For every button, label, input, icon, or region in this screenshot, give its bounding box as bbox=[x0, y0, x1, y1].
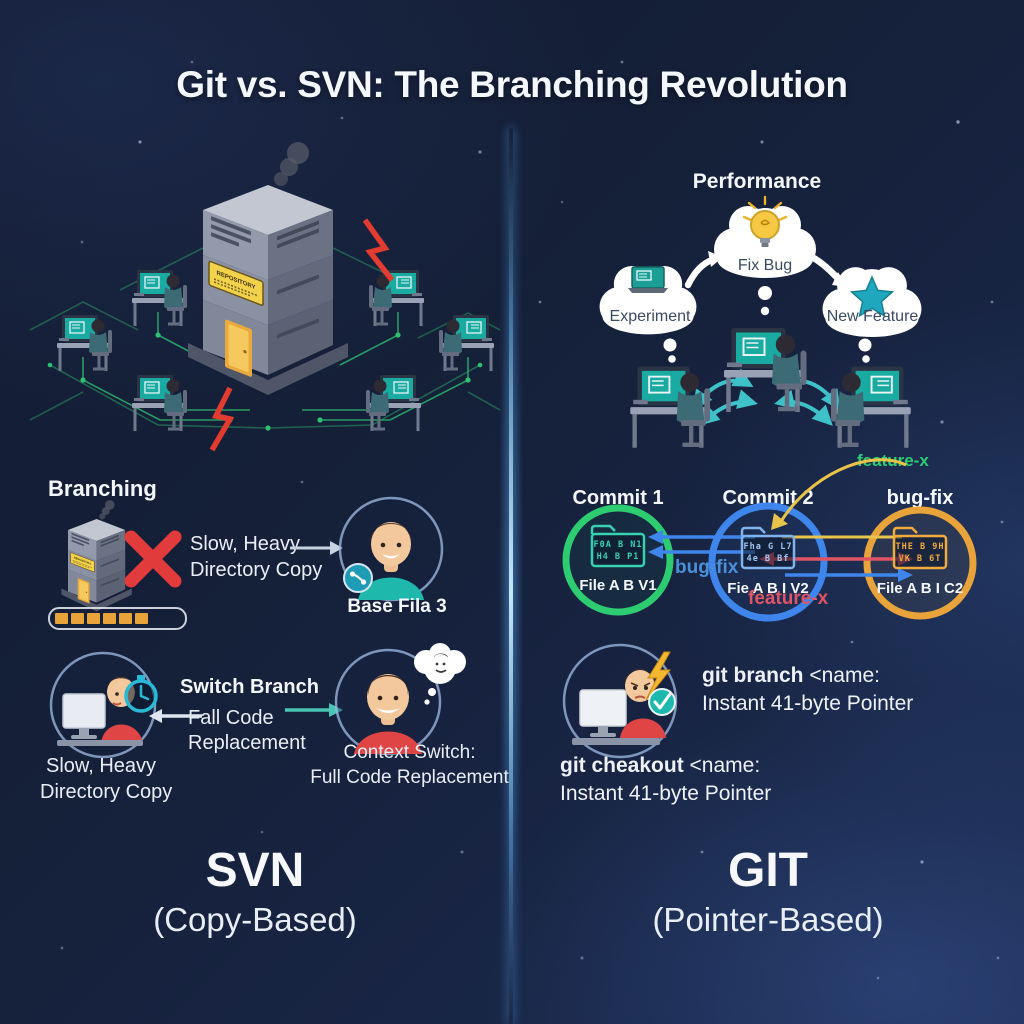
feature-x-bottom-label: feature-x bbox=[748, 588, 829, 609]
folder-icon-commit2: Fha G L7 4e B Bf bbox=[740, 526, 796, 570]
commit2-file-label: Fie A B I V2 bbox=[727, 580, 809, 597]
cloud-trail-dots bbox=[663, 286, 872, 363]
svg-text:Fha G L7: Fha G L7 bbox=[744, 542, 793, 552]
commit1-file-label: File A B V1 bbox=[579, 577, 657, 594]
commit2-title: Commit 2 bbox=[722, 487, 814, 509]
bugfix-title: bug-fix bbox=[886, 487, 954, 509]
git-branch-command: git branch <name: bbox=[702, 664, 880, 688]
bugfix-file-label: File A B I C2 bbox=[876, 580, 964, 597]
arrow-right-icon bbox=[290, 541, 343, 555]
branching-note-line2: Directory Copy bbox=[190, 559, 323, 581]
page-title: Git vs. SVN: The Branching Revolution bbox=[176, 64, 848, 105]
git-branch-cmd-bold: git branch bbox=[702, 664, 804, 687]
folder-icon-commit1: F0A B N1 H4 B P1 bbox=[590, 524, 646, 568]
svg-text:4e B Bf: 4e B Bf bbox=[747, 554, 790, 564]
branching-heading: Branching bbox=[48, 476, 157, 501]
developer-avatar bbox=[338, 496, 444, 602]
avatar-label: Base Fila 3 bbox=[347, 596, 447, 617]
svn-switch-avatar bbox=[49, 651, 158, 759]
laptop-icon bbox=[628, 266, 668, 293]
thought-cloud-icon bbox=[414, 643, 466, 705]
switch-left-line2: Directory Copy bbox=[40, 781, 173, 803]
git-checkout-cmd-bold: git cheakout bbox=[560, 754, 684, 777]
star-icon bbox=[849, 275, 895, 318]
bugfix-mid-label: bug-fix bbox=[675, 557, 739, 578]
git-footer-name: GIT bbox=[728, 844, 808, 897]
svg-text:VK B 6T: VK B 6T bbox=[899, 554, 942, 564]
svn-footer-name: SVN bbox=[205, 844, 305, 897]
switch-left-line1: Slow, Heavy bbox=[46, 755, 157, 777]
git-checkout-command: git cheakout <name: bbox=[560, 754, 760, 778]
switch-heading: Switch Branch bbox=[180, 676, 319, 698]
check-icon bbox=[648, 688, 676, 716]
branch-badge-icon bbox=[343, 563, 373, 593]
lightbulb-icon bbox=[742, 195, 788, 247]
svg-text:THE B 9H: THE B 9H bbox=[896, 542, 945, 552]
svn-footer-sub: (Copy-Based) bbox=[153, 901, 357, 938]
center-divider bbox=[509, 128, 513, 1024]
svn-network-illustration: REPOSITORY bbox=[29, 141, 501, 452]
progress-bar bbox=[48, 607, 187, 630]
git-switch-avatar bbox=[334, 643, 466, 756]
folder-icon-bugfix: THE B 9H VK B 6T bbox=[892, 526, 948, 570]
cloud-label-fixbug: Fix Bug bbox=[737, 257, 793, 274]
commit-graph-illustration: F0A B N1 H4 B P1 Fha G L7 4e B Bf THE B … bbox=[562, 458, 977, 622]
git-performance-illustration bbox=[599, 195, 922, 465]
git-branch-arg: <name: bbox=[803, 664, 880, 687]
performance-heading: Performance bbox=[692, 170, 822, 193]
git-checkout-arg: <name: bbox=[683, 754, 761, 777]
cloud-arrows bbox=[684, 251, 847, 289]
arrow-left-icon bbox=[149, 709, 202, 723]
stopwatch-icon bbox=[124, 675, 158, 713]
svg-text:F0A B N1: F0A B N1 bbox=[594, 540, 643, 550]
sync-arrows bbox=[692, 368, 841, 426]
switch-right-line1: Context Switch: bbox=[343, 742, 476, 763]
git-checkout-desc: Instant 41-byte Pointer bbox=[560, 782, 772, 805]
branching-note-line1: Slow, Heavy bbox=[190, 533, 301, 555]
lightning-bolt-icon bbox=[645, 651, 672, 701]
cloud-label-newfeature: New Feature bbox=[826, 308, 919, 325]
git-pointer-avatar bbox=[562, 643, 678, 759]
cloud-label-experiment: Experiment bbox=[609, 308, 691, 325]
git-branch-desc: Instant 41-byte Pointer bbox=[702, 692, 914, 715]
svg-text:H4 B P1: H4 B P1 bbox=[597, 552, 640, 562]
lightning-icon bbox=[209, 218, 395, 452]
switch-right-line2: Full Code Replacement bbox=[310, 767, 509, 788]
red-x-icon bbox=[124, 530, 182, 588]
feature-x-pointer-arrow bbox=[778, 458, 907, 524]
git-footer-sub: (Pointer-Based) bbox=[652, 901, 884, 938]
switch-method-line1: Fall Code bbox=[188, 707, 274, 729]
commit1-title: Commit 1 bbox=[572, 487, 664, 509]
switch-method-line2: Replacement bbox=[188, 732, 306, 754]
